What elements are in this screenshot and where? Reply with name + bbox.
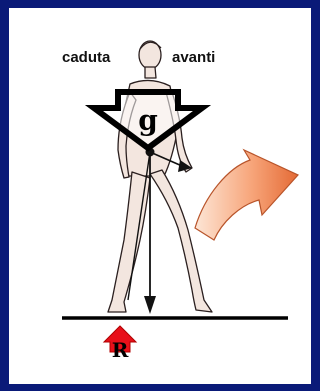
curved-arrow-icon xyxy=(195,150,298,240)
gravity-label: g xyxy=(138,104,158,137)
reaction-label: R xyxy=(112,338,129,362)
walking-figure xyxy=(108,41,212,312)
fall-label-right: avanti xyxy=(172,49,215,66)
fall-label-left: caduta xyxy=(62,49,111,66)
